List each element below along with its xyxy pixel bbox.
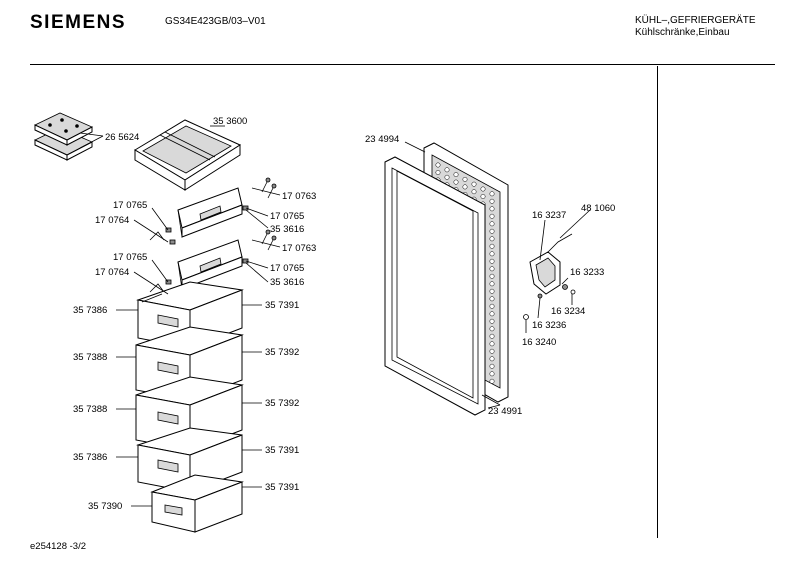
part-label-265624: 26 5624 <box>105 132 139 143</box>
freezer-flap-lower <box>177 239 243 290</box>
door-dot <box>462 176 468 182</box>
drawer-4 <box>136 427 243 493</box>
door-dot <box>489 273 495 279</box>
door-dot <box>453 179 459 185</box>
part-label-163233: 16 3233 <box>570 267 604 278</box>
part-label-357391: 35 7391 <box>265 482 299 493</box>
door-dot <box>489 258 495 264</box>
door-dot <box>462 184 468 190</box>
door-dot <box>489 378 495 384</box>
header-divider <box>30 64 775 66</box>
part-label-234991: 23 4991 <box>488 406 522 417</box>
part-label-170765: 17 0765 <box>270 263 304 274</box>
door-dot <box>489 303 495 309</box>
door-dot <box>444 174 450 180</box>
door-dot <box>489 221 495 227</box>
category-subtitle: Kühlschränke,Einbau <box>635 27 730 38</box>
door-dot <box>489 296 495 302</box>
part-label-234994: 23 4994 <box>365 134 399 145</box>
part-label-357386: 35 7386 <box>73 305 107 316</box>
door-dot <box>453 172 459 178</box>
part-label-163237: 16 3237 <box>532 210 566 221</box>
part-label-481060: 48 1060 <box>581 203 615 214</box>
part-label-353616: 35 3616 <box>270 277 304 288</box>
part-label-170765: 17 0765 <box>113 200 147 211</box>
part-label-353616: 35 3616 <box>270 224 304 235</box>
door-dot <box>480 186 486 192</box>
part-label-170763: 17 0763 <box>282 191 316 202</box>
door-dot <box>471 189 477 195</box>
part-label-357392: 35 7392 <box>265 347 299 358</box>
door-dot <box>489 243 495 249</box>
part-label-357390: 35 7390 <box>88 501 122 512</box>
category-title: KÜHL–,GEFRIERGERÄTE <box>635 15 756 26</box>
part-label-170765: 17 0765 <box>270 211 304 222</box>
part-label-163236: 16 3236 <box>532 320 566 331</box>
drawing-id: e254128 -3/2 <box>30 541 86 552</box>
part-label-357386: 35 7386 <box>73 452 107 463</box>
door-dot <box>489 228 495 234</box>
door-dot <box>489 318 495 324</box>
model-number: GS34E423GB/03–V01 <box>165 16 266 27</box>
door-dot <box>489 213 495 219</box>
door-dot <box>489 311 495 317</box>
door-dot <box>471 181 477 187</box>
shelf-tray-part <box>134 119 242 191</box>
door-dot <box>489 198 495 204</box>
part-label-357388: 35 7388 <box>73 352 107 363</box>
part-label-357392: 35 7392 <box>265 398 299 409</box>
part-labels: 26 5624 35 3600 17 0763 17 0765 17 0765 … <box>73 116 615 512</box>
door-dot <box>489 326 495 332</box>
part-label-163240: 16 3240 <box>522 337 556 348</box>
hinge-pins <box>149 177 277 297</box>
part-label-170765: 17 0765 <box>113 252 147 263</box>
part-label-170764: 17 0764 <box>95 267 129 278</box>
door-dot <box>489 341 495 347</box>
freezer-flap-upper <box>177 187 243 238</box>
door-dot <box>489 348 495 354</box>
door-dot <box>489 206 495 212</box>
door-dot <box>444 167 450 173</box>
drawer-5 <box>150 474 244 533</box>
part-label-170763: 17 0763 <box>282 243 316 254</box>
brand-logo: SIEMENS <box>30 12 127 33</box>
door-dot <box>435 162 441 168</box>
door-gasket-part <box>384 156 486 416</box>
door-dot <box>489 371 495 377</box>
door-dot <box>489 281 495 287</box>
door-dot <box>435 170 441 175</box>
hinge-bracket-part <box>523 233 576 320</box>
door-dot <box>489 236 495 242</box>
door-dot <box>489 356 495 362</box>
part-label-357388: 35 7388 <box>73 404 107 415</box>
part-label-357391: 35 7391 <box>265 300 299 311</box>
door-dot <box>489 288 495 294</box>
door-dot <box>489 191 495 197</box>
door-dot <box>489 266 495 272</box>
side-divider <box>657 66 659 538</box>
part-label-353600: 35 3600 <box>213 116 247 127</box>
door-dot <box>480 194 486 199</box>
cold-pack-part <box>34 112 93 161</box>
door-dot <box>489 333 495 339</box>
door-dot <box>489 251 495 257</box>
part-label-170764: 17 0764 <box>95 215 129 226</box>
leader-lines <box>79 125 591 507</box>
door-dot <box>489 363 495 369</box>
part-label-163234: 16 3234 <box>551 306 585 317</box>
part-label-357391: 35 7391 <box>265 445 299 456</box>
